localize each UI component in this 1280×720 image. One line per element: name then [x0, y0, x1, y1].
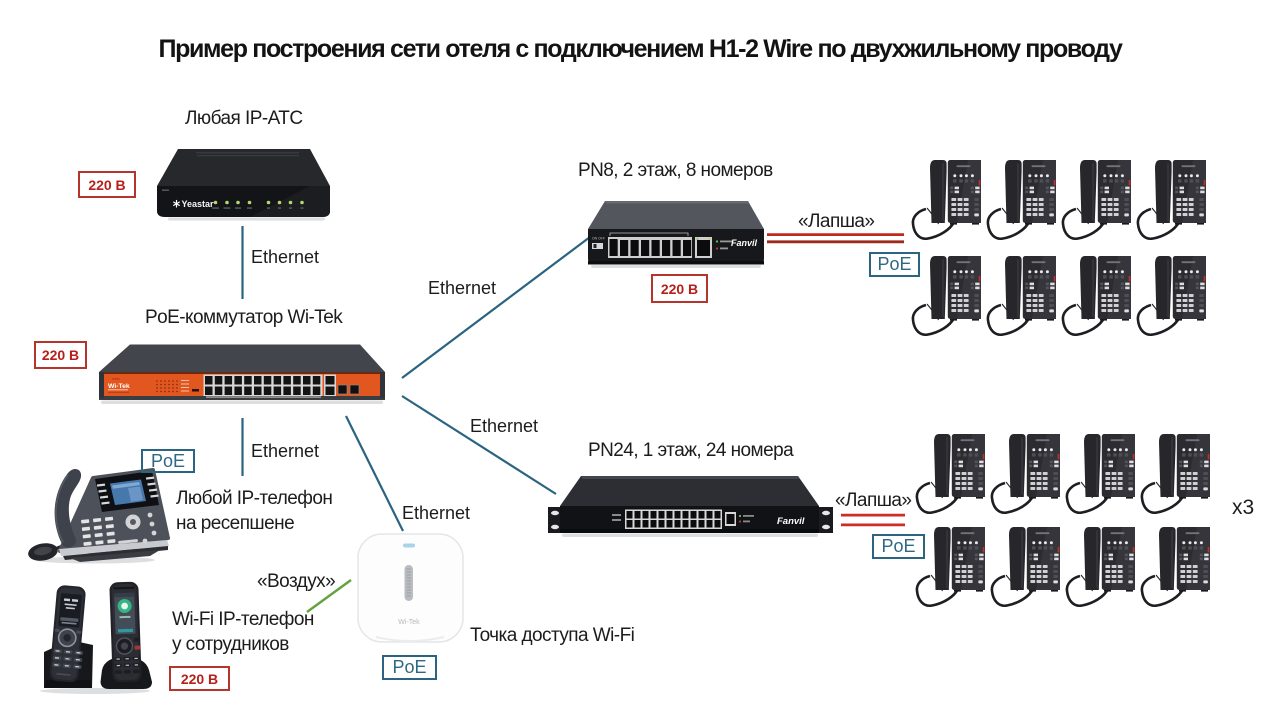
svg-text:ON OFF: ON OFF — [592, 237, 605, 241]
svg-text:Wi-Tek: Wi-Tek — [398, 619, 420, 626]
svg-text:Yeastar: Yeastar — [182, 199, 215, 209]
svg-text:Fanvil: Fanvil — [731, 238, 758, 248]
svg-text:Wi-Tek: Wi-Tek — [108, 383, 130, 390]
svg-text:Fanvil: Fanvil — [777, 516, 805, 527]
